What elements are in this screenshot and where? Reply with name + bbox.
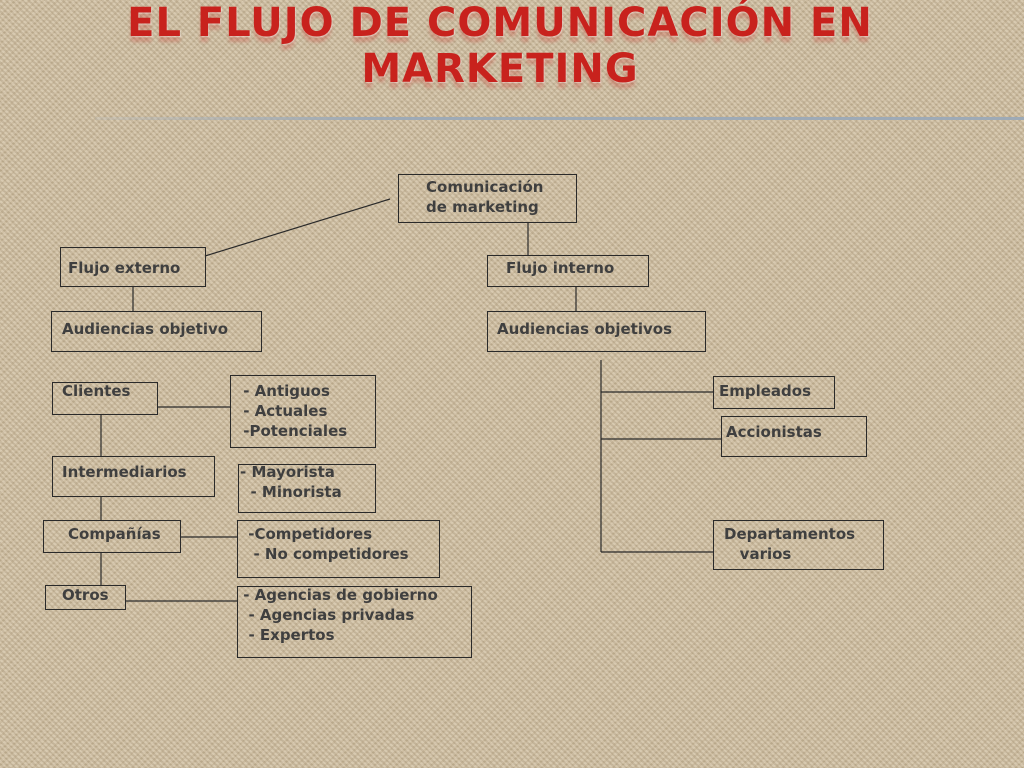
otros-detail-box (237, 586, 472, 658)
internal-flow-label: Flujo interno (506, 259, 615, 277)
intermediarios-detail-label: - Mayorista - Minorista (240, 463, 342, 501)
internal-audience-label: Audiencias objetivos (497, 320, 673, 338)
slide-title: EL FLUJO DE COMUNICACIÓN EN MARKETING (127, 0, 873, 92)
intermediarios-detail-box (238, 464, 376, 513)
internal-audience-box (487, 311, 706, 352)
external-audience-box (51, 311, 262, 352)
internal-flow-box (487, 255, 649, 287)
empleados-box (713, 376, 835, 409)
intermediarios-box (52, 456, 215, 497)
clientes-detail-label: - Antiguos - Actuales -Potenciales (243, 382, 348, 440)
root-node-box (398, 174, 577, 223)
companias-detail-box (237, 520, 440, 578)
connector-root-external (204, 198, 391, 257)
clientes-label: Clientes (62, 382, 131, 400)
otros-detail-label: - Agencias de gobierno - Agencias privad… (243, 586, 438, 644)
external-flow-label: Flujo externo (68, 259, 181, 277)
companias-label: Compañías (68, 525, 161, 543)
otros-label: Otros (62, 586, 109, 604)
external-audience-label: Audiencias objetivo (62, 320, 229, 338)
empleados-label: Empleados (719, 382, 812, 400)
departamentos-box (713, 520, 884, 570)
clientes-box (52, 382, 158, 415)
intermediarios-label: Intermediarios (62, 463, 187, 481)
otros-box (45, 585, 126, 610)
companias-box (43, 520, 181, 553)
companias-detail-label: -Competidores - No competidores (248, 525, 409, 563)
external-flow-box (60, 247, 206, 287)
accionistas-label: Accionistas (726, 423, 822, 441)
root-node-label: Comunicación de marketing (426, 178, 544, 216)
accionistas-box (721, 416, 867, 457)
title-divider (95, 117, 1024, 120)
departamentos-label: Departamentos varios (724, 525, 856, 563)
clientes-detail-box (230, 375, 376, 448)
